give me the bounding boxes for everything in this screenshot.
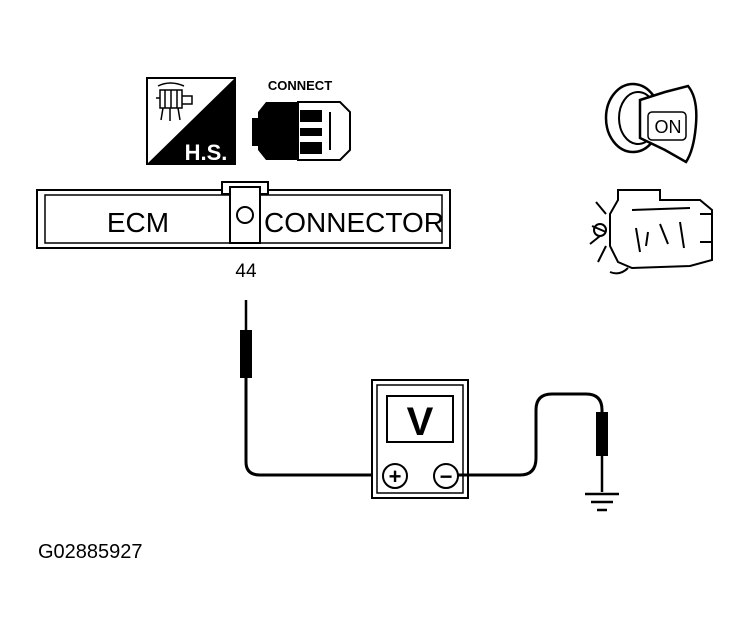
- ground-symbol-icon: [585, 492, 619, 512]
- connect-badge-label: CONNECT: [268, 78, 332, 93]
- pin-44-terminal: [236, 206, 254, 224]
- figure-id: G02885927: [38, 541, 143, 563]
- minus-terminal-label: −: [440, 464, 453, 489]
- voltmeter: V + −: [371, 379, 469, 499]
- voltmeter-symbol: V: [407, 400, 434, 444]
- plus-terminal: [382, 463, 408, 489]
- negative-probe: [458, 392, 608, 492]
- plus-terminal-label: +: [389, 464, 402, 489]
- pin-number-label: 44: [235, 261, 257, 282]
- ignition-on-label: ON: [655, 117, 682, 137]
- harness-connector-icon: H.S.: [146, 77, 236, 165]
- connector-plug-icon: [252, 101, 351, 161]
- connect-badge: CONNECT: [252, 78, 351, 161]
- ecm-connector: ECM CONNECTOR: [36, 181, 451, 249]
- engine-running-icon: [589, 189, 713, 275]
- positive-probe: [240, 300, 378, 477]
- ignition-key-icon: ON: [604, 82, 698, 164]
- connector-label: CONNECTOR: [264, 207, 444, 238]
- hs-badge-label: H.S.: [185, 140, 228, 165]
- ecm-label: ECM: [107, 207, 169, 238]
